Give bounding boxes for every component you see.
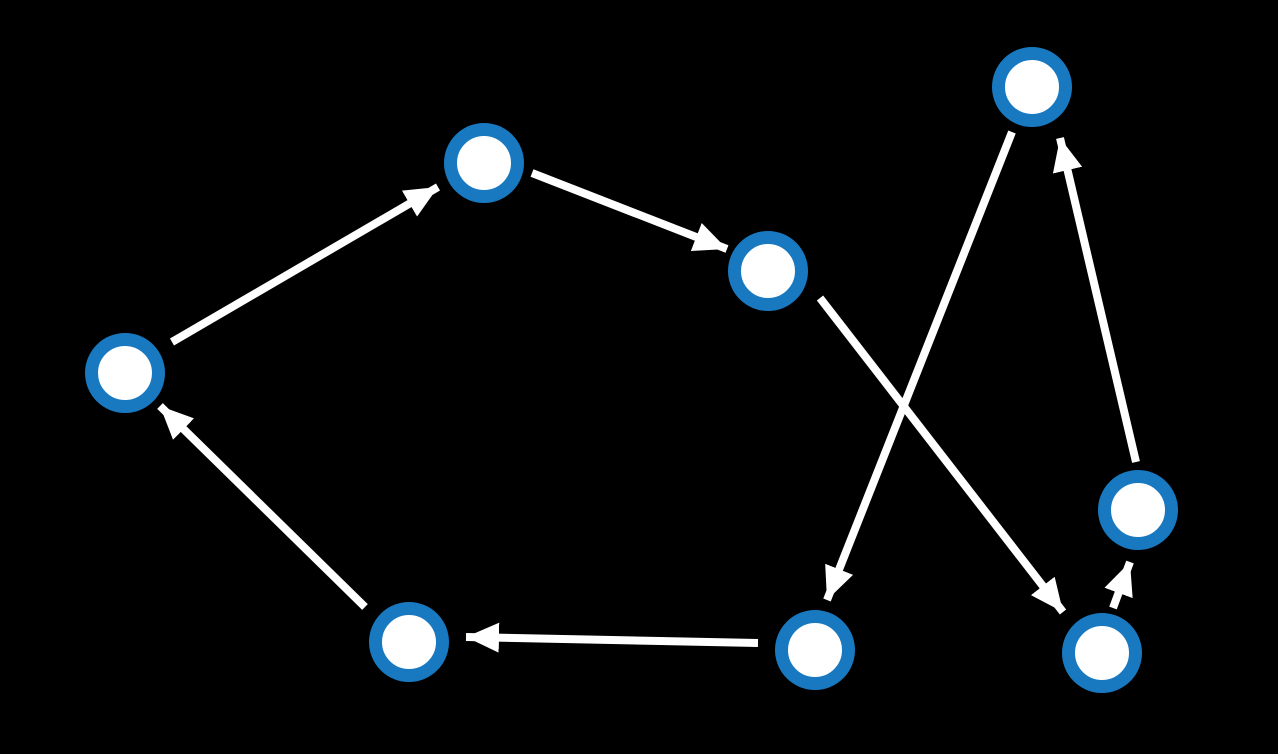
edge-bottom-left-to-left [157,403,368,610]
graph-node-bottom-middle [775,610,855,690]
graph-node-top-right [992,47,1072,127]
graph-node-bottom-left [369,602,449,682]
edge-middle-to-bottom-right [816,295,1067,615]
graph-node-top-middle [444,123,524,203]
edge-left-to-top-middle [169,183,441,346]
graph-node-middle [728,231,808,311]
edge-top-right-to-bottom-middle [823,130,1016,602]
edge-top-middle-to-middle [530,169,729,253]
edge-bottom-right-to-right [1104,560,1134,610]
edge-right-to-top-right [1052,137,1140,463]
graph-node-bottom-right [1062,613,1142,693]
graph-node-right [1098,470,1178,550]
edge-bottom-middle-to-bottom-left [465,622,759,653]
graph-node-left [85,333,165,413]
